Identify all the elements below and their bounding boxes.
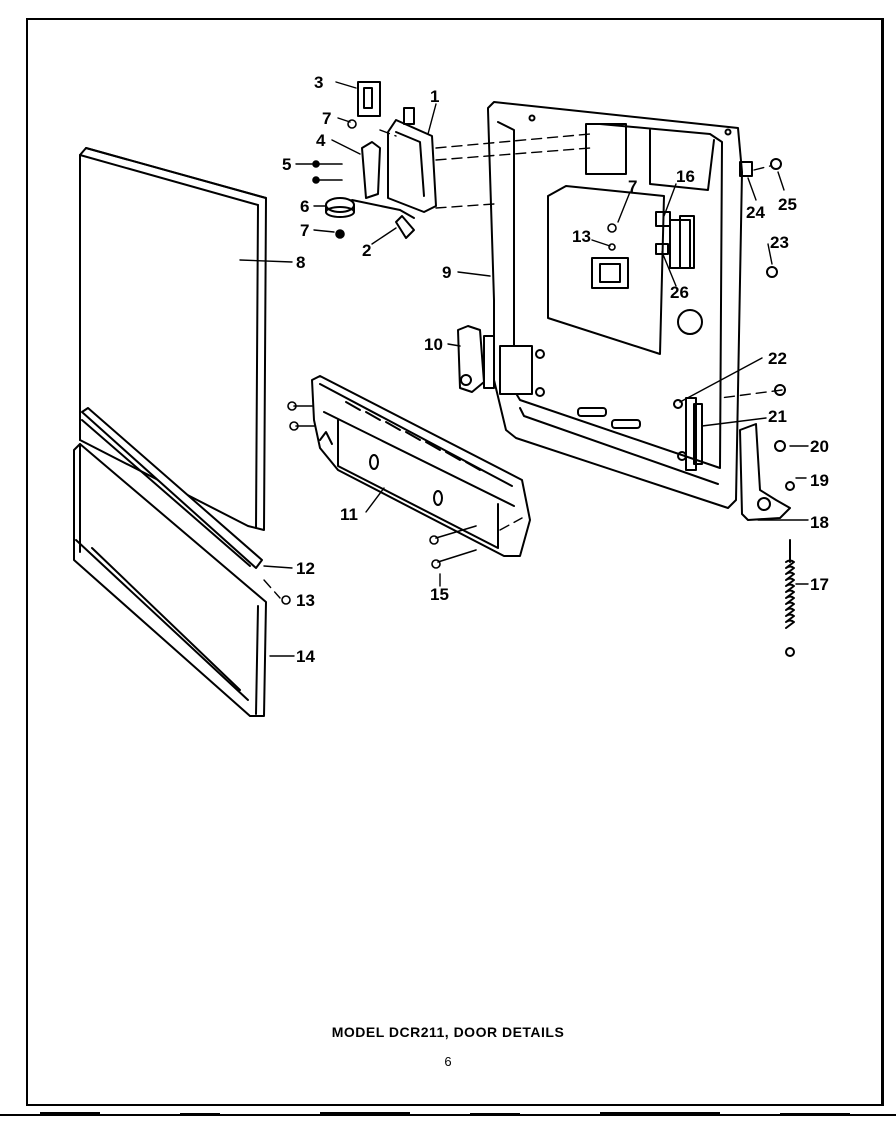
- hinge-arm: [739, 423, 791, 521]
- callout-26: 26: [670, 283, 689, 302]
- diagram-caption: MODEL DCR211, DOOR DETAILS: [331, 1024, 565, 1040]
- callout-19: 19: [810, 471, 829, 490]
- callout-25: 25: [778, 195, 797, 214]
- control-panel-bracket: [311, 375, 531, 557]
- callout-13-left: 13: [296, 591, 315, 610]
- callout-5: 5: [282, 155, 291, 174]
- latch-assembly: [325, 81, 437, 239]
- callout-2: 2: [362, 241, 371, 260]
- scan-edge-artifact: [0, 1112, 896, 1116]
- alignment-lines: [263, 129, 783, 599]
- callout-24: 24: [746, 203, 765, 222]
- callout-11: 11: [340, 505, 358, 524]
- callout-18: 18: [810, 513, 829, 532]
- callout-10: 10: [424, 335, 443, 354]
- kick-panel: [73, 443, 267, 717]
- callout-4: 4: [316, 131, 326, 150]
- callout-21: 21: [768, 407, 787, 426]
- callout-7-mid: 7: [300, 221, 309, 240]
- callout-13-right: 13: [572, 227, 591, 246]
- callout-6: 6: [300, 197, 309, 216]
- callout-22: 22: [768, 349, 787, 368]
- callout-7-top: 7: [322, 109, 331, 128]
- callout-9: 9: [442, 263, 451, 282]
- page-number: 6: [444, 1054, 452, 1069]
- callout-14: 14: [296, 647, 315, 666]
- exploded-door-diagram: 3 1 7 4 5 6 7 2 8 9 10 11 12 13 14 15 7 …: [73, 73, 829, 717]
- page-border: [26, 18, 884, 1106]
- callout-17: 17: [810, 575, 829, 594]
- callout-8: 8: [296, 253, 305, 272]
- callout-3: 3: [314, 73, 323, 92]
- callout-12: 12: [296, 559, 315, 578]
- outer-door-panel: [79, 147, 267, 531]
- left-hinge-bracket: [457, 325, 533, 395]
- callout-23: 23: [770, 233, 789, 252]
- callout-16: 16: [676, 167, 695, 186]
- callout-7-right: 7: [628, 177, 637, 196]
- inner-door-frame: [487, 101, 743, 509]
- callout-15: 15: [430, 585, 449, 604]
- spring: [785, 539, 795, 657]
- trim-strip: [81, 407, 263, 569]
- callout-20: 20: [810, 437, 829, 456]
- small-parts: [655, 158, 795, 491]
- screws: [281, 119, 683, 605]
- callout-1: 1: [430, 87, 439, 106]
- leader-lines: [239, 81, 809, 657]
